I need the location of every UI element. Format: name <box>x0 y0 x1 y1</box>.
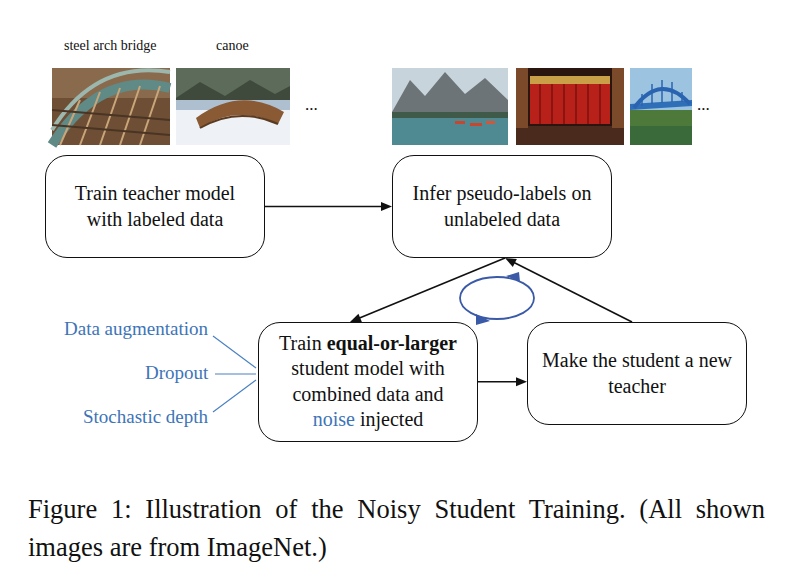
image-label: ... <box>305 95 318 115</box>
box-text: Make the student a new teacher <box>540 348 734 399</box>
box-label: Train teacher model with labeled data <box>75 182 235 229</box>
photo-theater <box>516 68 624 145</box>
arrow-head <box>505 258 517 267</box>
box-label: injected <box>360 408 423 430</box>
arrow-head <box>350 314 362 322</box>
image-label: canoe <box>216 38 249 54</box>
box-label: equal-or-larger <box>327 332 457 354</box>
photo-canoe <box>176 68 290 145</box>
flow-arrow <box>505 258 632 322</box>
box-label: student model with combined data and <box>291 357 444 404</box>
flow-arrow <box>265 202 392 211</box>
noise-label: Data augmentation <box>64 318 208 340</box>
leader-lines <box>213 336 256 412</box>
image-label: ... <box>697 95 710 115</box>
connector-line <box>265 206 383 208</box>
box-label: noise <box>313 408 355 430</box>
connector-line <box>478 381 518 383</box>
box-label: Infer pseudo-labels on unlabeled data <box>413 182 592 229</box>
image-label: steel arch bridge <box>64 38 157 54</box>
process-box: Train teacher model with labeled data <box>45 155 265 258</box>
arrow-head <box>381 202 392 211</box>
photo-bridge <box>52 68 170 145</box>
box-text: Infer pseudo-labels on unlabeled data <box>405 181 599 232</box>
photo-blue-bridge <box>630 68 692 145</box>
process-box: Infer pseudo-labels on unlabeled data <box>392 155 612 258</box>
process-box: Make the student a new teacher <box>527 322 747 425</box>
connector-line <box>358 258 505 319</box>
box-text: Train equal-or-larger student model with… <box>269 331 467 433</box>
flow-arrow <box>350 258 505 322</box>
noise-label: Dropout <box>145 362 208 384</box>
photo-lake <box>392 68 508 145</box>
process-box: Train equal-or-larger student model with… <box>258 322 478 442</box>
box-label: Make the student a new teacher <box>542 349 732 396</box>
flow-arrow <box>478 377 527 386</box>
loop-icon <box>460 272 534 325</box>
arrow-head <box>516 377 527 386</box>
connector-line <box>513 262 632 322</box>
box-text: Train teacher model with labeled data <box>58 181 252 232</box>
noise-label: Stochastic depth <box>83 406 208 428</box>
figure-caption: Figure 1: Illustration of the Noisy Stud… <box>28 490 765 566</box>
box-label: Train <box>279 332 322 354</box>
